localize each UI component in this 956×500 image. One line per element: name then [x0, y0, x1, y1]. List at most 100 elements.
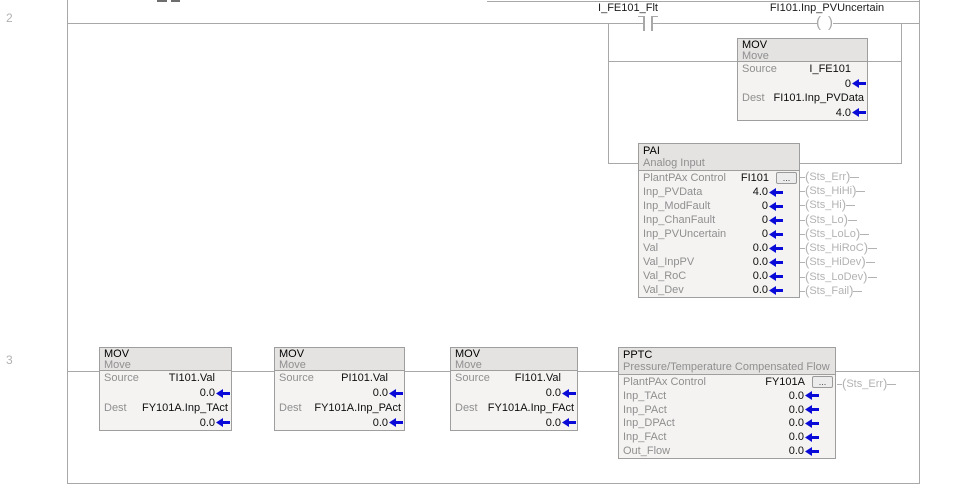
param-value[interactable]: 0.0: [788, 403, 804, 416]
instruction-title: Move: [104, 359, 131, 371]
param-value[interactable]: 0.0: [788, 417, 804, 430]
rung-wire: [653, 23, 818, 24]
param-name: Source: [279, 372, 314, 385]
browse-button[interactable]: ...: [776, 172, 797, 184]
param-value[interactable]: 0.0: [372, 387, 388, 400]
browse-button[interactable]: ...: [812, 376, 833, 388]
value-in-arrow-icon: [852, 108, 866, 118]
param-name: PlantPAx Control: [643, 172, 726, 184]
param-value[interactable]: 0: [761, 214, 768, 226]
operand-tag[interactable]: FI101: [740, 172, 769, 184]
param-name: Inp_ModFault: [643, 200, 711, 212]
sts-output-coil: (Sts_Err): [800, 170, 860, 184]
instruction-title: Move: [455, 359, 482, 371]
value-in-arrow-icon: [769, 285, 783, 295]
param-value[interactable]: 0.0: [199, 416, 215, 429]
operand-tag[interactable]: FY101A.Inp_PAct: [314, 401, 401, 414]
instruction-title: Move: [279, 359, 306, 371]
next-rung-wire: [67, 483, 920, 484]
sts-output-coil: (Sts_HiRoC): [800, 241, 878, 255]
param-value[interactable]: 0.0: [752, 284, 768, 296]
instruction-mnemonic: MOV: [742, 39, 768, 51]
sts-output-coil: (Sts_Hi): [800, 198, 856, 212]
param-name: Inp_ChanFault: [643, 214, 716, 226]
instruction-title: Move: [742, 50, 769, 62]
instruction-header: MOV Move: [100, 348, 231, 371]
param-value[interactable]: 0.0: [788, 445, 804, 458]
clipped-text-fragment: [157, 0, 167, 2]
value-in-arrow-icon: [769, 257, 783, 267]
param-value[interactable]: 0: [761, 200, 768, 212]
param-value[interactable]: 0.0: [752, 242, 768, 254]
contact-tag-label[interactable]: I_FE101_Flt: [598, 2, 658, 14]
instruction-mnemonic: MOV: [455, 348, 481, 360]
param-value[interactable]: 0.0: [545, 387, 561, 400]
param-name: Dest: [455, 401, 478, 414]
sts-output-coil: (Sts_HiHi): [800, 184, 866, 198]
value-in-arrow-icon: [216, 388, 230, 398]
sts-output-coil: (Sts_LoLo): [800, 227, 870, 241]
param-value[interactable]: 0.0: [788, 389, 804, 402]
param-value[interactable]: 0.0: [199, 387, 215, 400]
right-power-rail: [919, 0, 920, 483]
sts-output-coil: (Sts_Fail): [800, 284, 863, 298]
rung-wire: [833, 23, 919, 24]
param-value[interactable]: 0.0: [752, 270, 768, 282]
param-name: Val_Dev: [643, 284, 684, 296]
param-name: Inp_TAct: [623, 389, 667, 402]
ote-coil[interactable]: (): [816, 14, 833, 31]
instruction-header: PAI Analog Input: [639, 144, 799, 171]
operand-tag[interactable]: I_FE101: [809, 63, 851, 76]
param-name: Source: [455, 372, 490, 385]
previous-rung-wire: [487, 1, 919, 2]
param-value[interactable]: 0.0: [752, 256, 768, 268]
param-name: Source: [742, 63, 777, 76]
param-name: Source: [104, 372, 139, 385]
param-value[interactable]: 4.0: [835, 106, 851, 119]
operand-tag[interactable]: FY101A.Inp_FAct: [487, 401, 574, 414]
value-in-arrow-icon: [805, 418, 819, 428]
value-in-arrow-icon: [805, 446, 819, 456]
param-name: Val_InpPV: [643, 256, 695, 268]
param-name: Val_RoC: [643, 270, 687, 282]
value-in-arrow-icon: [805, 391, 819, 401]
value-in-arrow-icon: [389, 418, 403, 428]
operand-tag[interactable]: FI101.Inp_PVData: [773, 92, 864, 105]
param-value[interactable]: 0.0: [788, 431, 804, 444]
operand-tag[interactable]: PI101.Val: [341, 372, 388, 385]
instruction-mnemonic: PAI: [643, 145, 660, 157]
param-value[interactable]: 0: [761, 228, 768, 240]
rung-number[interactable]: 2: [6, 11, 13, 25]
operand-tag[interactable]: FI101.Val: [514, 372, 561, 385]
param-value[interactable]: 0.0: [545, 416, 561, 429]
value-in-arrow-icon: [769, 229, 783, 239]
value-in-arrow-icon: [769, 201, 783, 211]
instruction-header: MOV Move: [275, 348, 404, 371]
param-value[interactable]: 0: [844, 77, 851, 90]
value-in-arrow-icon: [389, 388, 403, 398]
mov-instruction-block[interactable]: MOV Move Source TI101.Val 0.0 Dest FY101A.…: [99, 347, 232, 431]
rung-number[interactable]: 3: [6, 353, 13, 367]
sts-output-coil: (Sts_Lo): [800, 213, 857, 227]
coil-tag-label[interactable]: FI101.Inp_PVUncertain: [769, 2, 885, 14]
param-value[interactable]: 0.0: [372, 416, 388, 429]
param-name: Inp_PVUncertain: [643, 228, 727, 240]
instruction-header: MOV Move: [451, 348, 577, 371]
pptc-instruction-block[interactable]: PPTC Pressure/Temperature Compensated Fl…: [618, 347, 836, 459]
operand-tag[interactable]: TI101.Val: [168, 372, 215, 385]
instruction-mnemonic: PPTC: [623, 349, 653, 361]
pai-instruction-block[interactable]: PAI Analog Input PlantPAx Control FI101 .…: [638, 143, 800, 298]
param-name: Dest: [104, 401, 127, 414]
value-in-arrow-icon: [769, 271, 783, 281]
rung-wire: [67, 23, 644, 24]
param-name: Inp_FAct: [623, 431, 667, 444]
param-value[interactable]: 4.0: [752, 186, 768, 198]
left-power-rail: [67, 0, 68, 483]
sts-output-coil: (Sts_HiDev): [800, 255, 875, 269]
operand-tag[interactable]: FY101A: [765, 375, 805, 388]
operand-tag[interactable]: FY101A.Inp_TAct: [141, 401, 228, 414]
mov-instruction-block[interactable]: MOV Move Source FI101.Val 0.0 Dest FY101A.…: [450, 347, 578, 431]
